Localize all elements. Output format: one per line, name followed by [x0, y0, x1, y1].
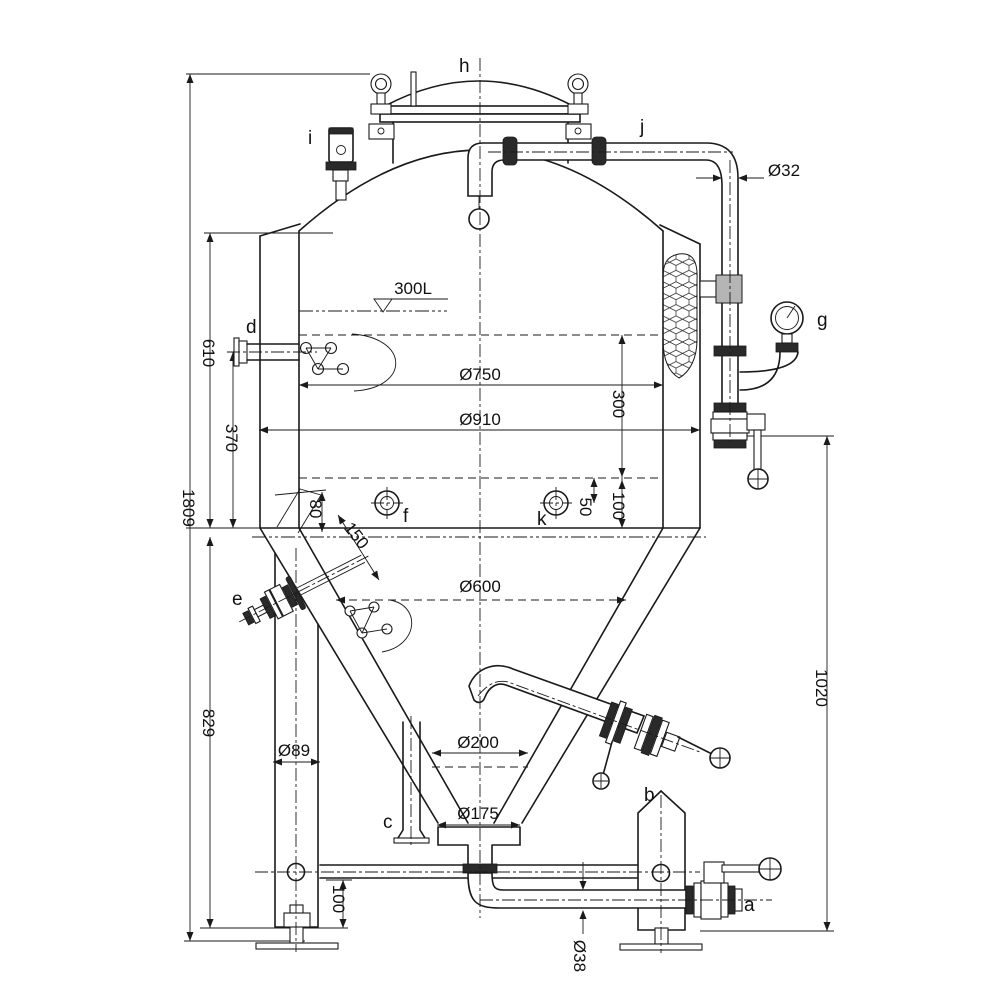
- center-leg: [397, 721, 426, 839]
- dim-cone-outlet-diameter: Ø200: [457, 733, 499, 752]
- rear-leg: [637, 789, 686, 931]
- dim-outlet-flange-diameter: Ø175: [457, 804, 499, 823]
- label-a: a: [744, 895, 755, 916]
- label-e: e: [232, 589, 243, 610]
- dim-port-k-offset: 50: [576, 498, 595, 517]
- tank-structure: [255, 149, 703, 951]
- racking-arm: [468, 664, 731, 790]
- dim-cone-diameter: Ø600: [459, 577, 501, 596]
- label-f: f: [403, 506, 409, 527]
- pressure-gauge: [739, 301, 804, 391]
- probe-bracket-lower: [344, 599, 413, 653]
- dim-inner-diameter: Ø750: [459, 365, 501, 384]
- label-c: c: [383, 812, 393, 833]
- top-butterfly-valve: [710, 402, 769, 490]
- dimple-cooling-jacket: [662, 253, 698, 379]
- side-port-d: [233, 333, 397, 392]
- label-i: i: [308, 128, 312, 149]
- drain-butterfly-valve: [685, 857, 782, 920]
- vent-pin: [410, 71, 417, 107]
- label-g: g: [817, 310, 828, 331]
- dim-right-height: 1020: [812, 669, 831, 707]
- label-h: h: [459, 56, 470, 77]
- dimension-texts: 1809 610 370 829 100 300 100 50 80 150 1…: [179, 161, 831, 972]
- cip-spray-ball: [468, 208, 490, 230]
- dim-port-e-length: 150: [340, 519, 372, 553]
- dim-pad-offset: 80: [306, 500, 325, 519]
- label-j: j: [639, 117, 644, 138]
- swing-bolt-clamp-left: [368, 73, 395, 140]
- level-mark: [373, 298, 448, 313]
- dim-foot-clearance: 100: [329, 885, 348, 913]
- dim-capacity: 300L: [394, 279, 432, 298]
- dim-outer-diameter: Ø910: [459, 410, 501, 429]
- centerlines: [227, 58, 772, 953]
- label-d: d: [246, 317, 257, 338]
- dim-jacket-lower: 100: [609, 492, 628, 520]
- part-labels: a b c d e f g h i j k: [232, 56, 828, 916]
- dim-leg-diameter: Ø89: [278, 741, 310, 760]
- dim-jacket-upper: 300: [609, 390, 628, 418]
- dim-drain-pipe-diameter: Ø38: [570, 940, 589, 972]
- swing-bolt-clamp-right: [565, 73, 592, 140]
- label-k: k: [537, 509, 547, 530]
- adjustable-feet: [255, 904, 703, 951]
- label-b: b: [644, 785, 655, 806]
- dim-cylinder-height: 610: [199, 339, 218, 367]
- dim-port-d-height: 370: [222, 424, 241, 452]
- dimension-lines: [184, 73, 834, 942]
- dim-total-height: 1809: [179, 489, 198, 527]
- probe-bracket-upper: [299, 333, 397, 392]
- dim-top-pipe-diameter: Ø32: [768, 161, 800, 180]
- relief-valve-port: [325, 127, 357, 201]
- dim-cone-section-height: 829: [199, 709, 218, 737]
